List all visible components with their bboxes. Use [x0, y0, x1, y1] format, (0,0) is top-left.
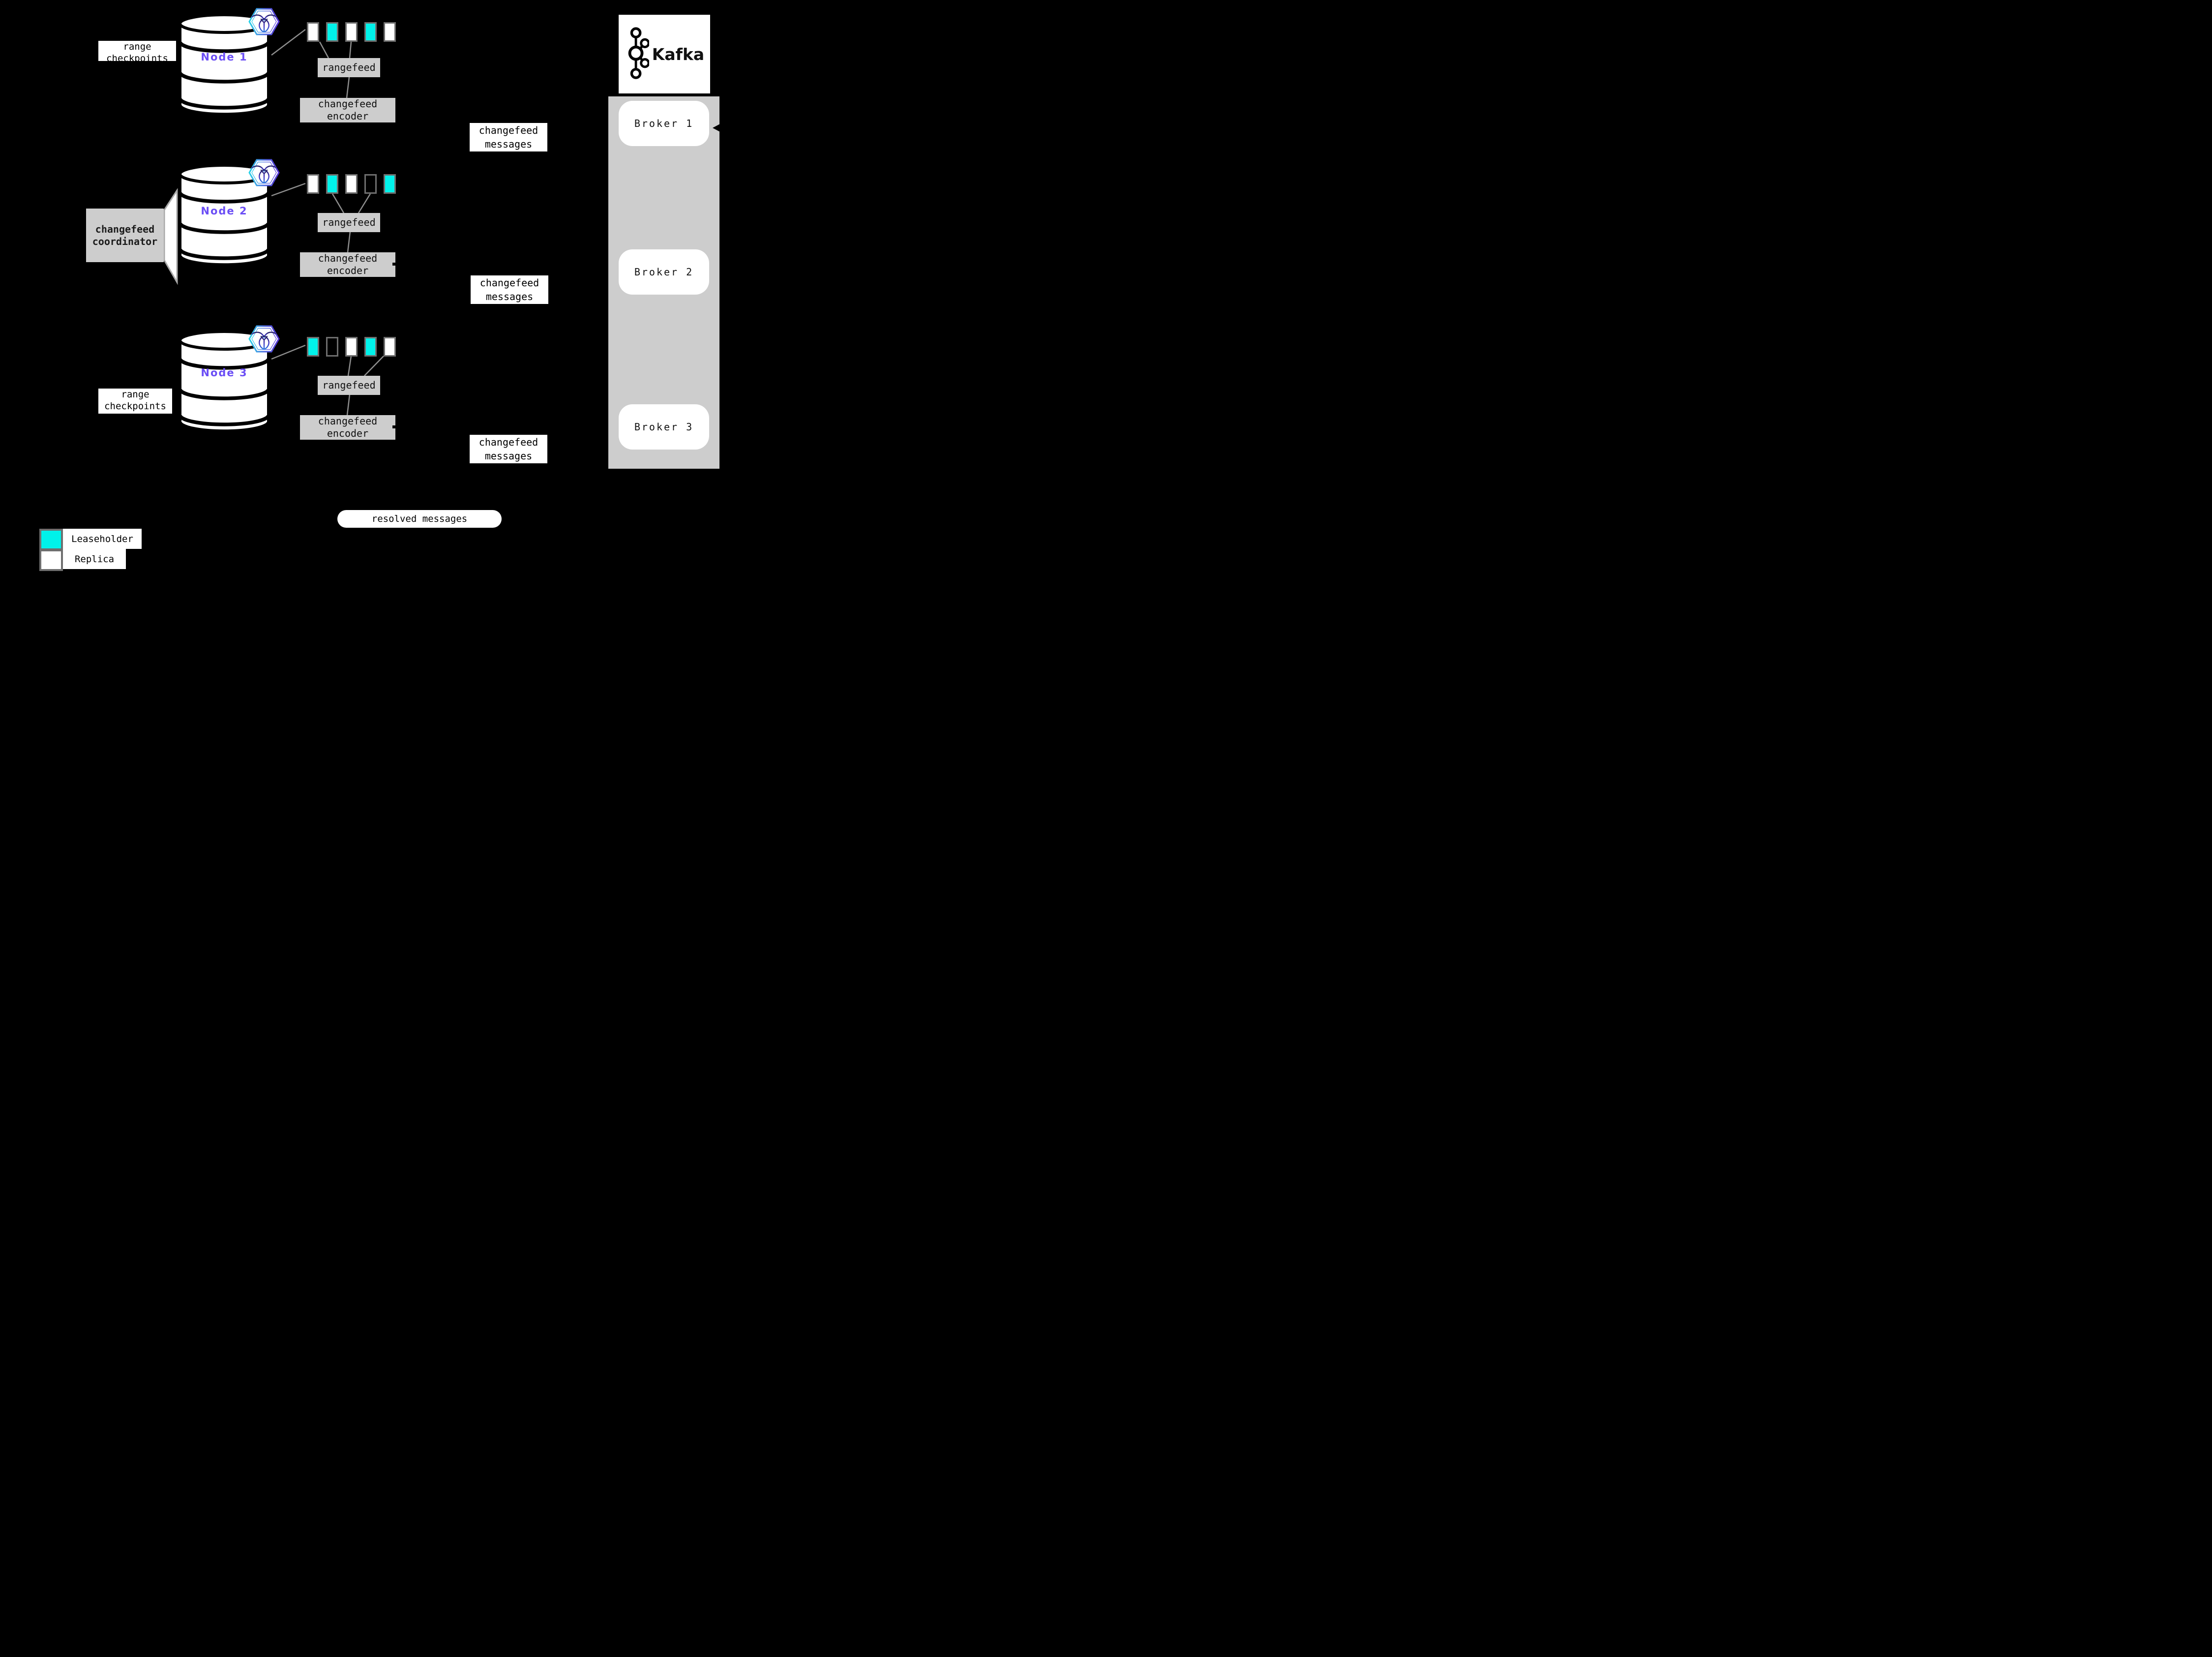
resolved-messages-pill: resolved messages [337, 510, 502, 528]
range-square [384, 22, 396, 42]
range-square [345, 337, 358, 357]
changefeed-encoder-box-node1: changefeed encoder [300, 98, 395, 122]
changefeed-messages-label-2: changefeed messages [471, 275, 548, 304]
range-checkpoints-label-node3: range checkpoints [98, 389, 172, 414]
legend-leaseholder-swatch [39, 529, 63, 550]
kafka-header: Kafka [619, 15, 710, 93]
node3-label: Node 3 [201, 367, 248, 379]
coordinator-flag-shape [162, 188, 179, 285]
range-square [307, 174, 319, 194]
changefeed-architecture-diagram: Node 1 range checkpoints rang [0, 0, 771, 577]
legend-replica-label: Replica [63, 549, 126, 569]
rangefeed-box-node2: rangefeed [318, 213, 380, 232]
kafka-title: Kafka [652, 44, 705, 64]
range-square [326, 22, 338, 42]
arrow-remnant-encoder2 [392, 263, 395, 266]
rangefeed-box-node3: rangefeed [318, 376, 380, 395]
arrow-remnant-encoder3 [392, 425, 395, 428]
range-square [307, 337, 319, 357]
database-cylinder-node3 [179, 331, 270, 432]
cockroachdb-icon [248, 7, 280, 36]
range-square [345, 174, 358, 194]
broker-2: Broker 2 [619, 249, 709, 295]
range-square [307, 22, 319, 42]
changefeed-encoder-box-node3: changefeed encoder [300, 415, 395, 440]
range-square [384, 174, 396, 194]
node1-label: Node 1 [201, 51, 248, 63]
kafka-logo-icon [625, 26, 649, 82]
range-square [345, 22, 358, 42]
rangefeed-box-node1: rangefeed [318, 58, 380, 77]
legend-replica-swatch [39, 549, 63, 571]
range-square [364, 22, 377, 42]
broker-3: Broker 3 [619, 404, 709, 450]
changefeed-coordinator-label: changefeed coordinator [86, 209, 164, 262]
range-square [326, 337, 338, 357]
changefeed-messages-label-1: changefeed messages [470, 123, 547, 151]
database-cylinder-node1 [179, 14, 270, 115]
arrowhead-remnant-broker1 [713, 123, 721, 132]
node2-label: Node 2 [201, 205, 248, 217]
arrow-remnant-coordinator [83, 232, 86, 235]
broker-1: Broker 1 [619, 101, 709, 146]
range-square [384, 337, 396, 357]
cockroachdb-icon [248, 324, 280, 354]
range-square [364, 337, 377, 357]
changefeed-encoder-box-node2: changefeed encoder [300, 252, 395, 277]
range-checkpoints-label-node1: range checkpoints [98, 41, 176, 61]
cockroachdb-icon [248, 158, 280, 187]
range-square [364, 174, 377, 194]
range-square [326, 174, 338, 194]
changefeed-messages-label-3: changefeed messages [470, 435, 547, 463]
legend-leaseholder-label: Leaseholder [63, 529, 142, 549]
